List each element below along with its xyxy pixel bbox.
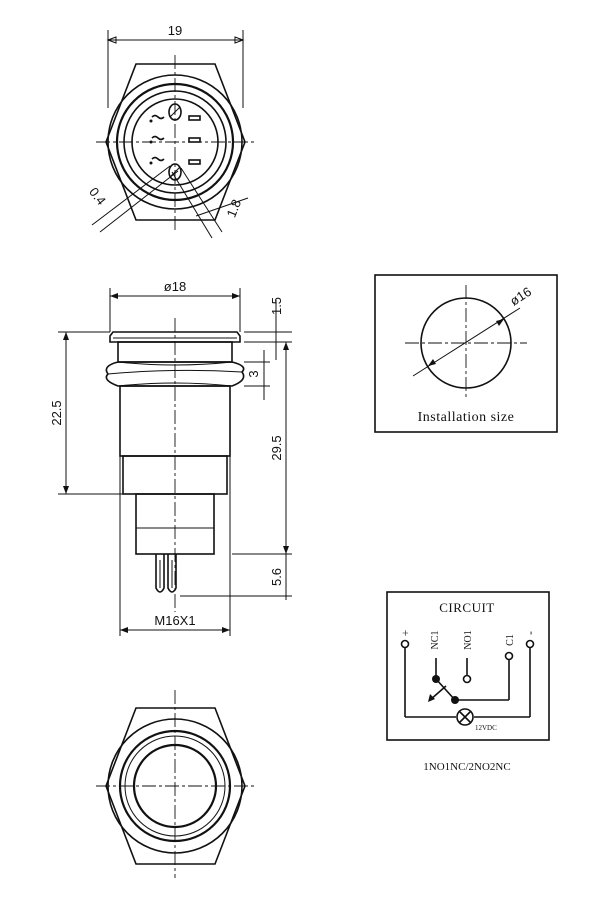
total-length-dimension: 29.5 xyxy=(232,342,292,555)
terminal-length-label: 5.6 xyxy=(269,568,284,586)
head-height-label: 1.5 xyxy=(269,297,284,315)
terminal-length-dimension: 5.6 xyxy=(180,554,292,600)
front-view xyxy=(96,690,256,878)
side-view: ø18 1.5 3 xyxy=(49,279,292,636)
nut-thickness-dimension: 3 xyxy=(244,350,270,400)
head-height-dimension: 1.5 xyxy=(244,297,292,360)
plus-label: + xyxy=(398,629,412,636)
nc1-label: NC1 xyxy=(430,631,441,650)
terminal-pins xyxy=(155,554,177,593)
circuit-title: CIRCUIT xyxy=(439,600,495,615)
lamp-symbol xyxy=(456,708,474,726)
circuit-box: CIRCUIT + NC1 NO1 C1 - 12VDC xyxy=(386,591,550,741)
width-label: 19 xyxy=(168,23,182,38)
pin-width-label: 1.8 xyxy=(223,197,244,219)
thread-dimension: M16X1 xyxy=(119,456,231,636)
installation-size-box: ø16 Installation size xyxy=(374,274,558,433)
c1-label: C1 xyxy=(505,634,516,646)
installation-caption: Installation size xyxy=(418,410,515,425)
contact-config-label: 1NO1NC/2NO2NC xyxy=(423,761,510,773)
plus-terminal xyxy=(400,639,410,649)
nut-thickness-label: 3 xyxy=(246,370,261,377)
c1-terminal xyxy=(504,651,514,661)
led-pin-top xyxy=(168,103,182,121)
total-length-label: 29.5 xyxy=(269,435,284,460)
minus-label: - xyxy=(523,631,537,635)
head-diameter-label: ø18 xyxy=(164,279,186,294)
head-flange xyxy=(109,331,241,343)
width-dimension: 19 xyxy=(106,23,245,108)
minus-terminal xyxy=(525,639,535,649)
no1-label: NO1 xyxy=(463,630,474,649)
hole-diameter-label: ø16 xyxy=(507,284,534,309)
top-view: 19 xyxy=(86,23,256,239)
terminals-right xyxy=(188,115,201,165)
pin-thickness-label: 0.4 xyxy=(86,184,109,207)
pin-width-dimension: 1.8 xyxy=(171,167,249,239)
terminals-left xyxy=(149,114,165,165)
body-length-dimension: 22.5 xyxy=(49,331,123,495)
lamp-voltage-label: 12VDC xyxy=(475,724,497,732)
no1-terminal xyxy=(462,674,472,684)
head-diameter-dimension: ø18 xyxy=(109,279,241,332)
body-length-label: 22.5 xyxy=(49,400,64,425)
led-pin-bottom xyxy=(168,163,182,181)
switch-lever xyxy=(435,678,456,701)
thread-label: M16X1 xyxy=(154,613,195,628)
